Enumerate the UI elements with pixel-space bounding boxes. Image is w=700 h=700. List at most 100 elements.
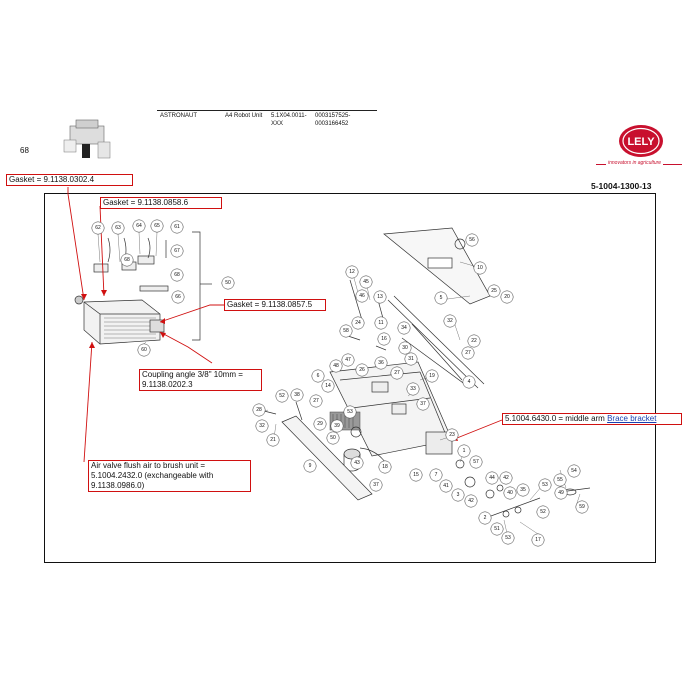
balloon-label: 7 [435, 472, 438, 478]
part-balloon-23: 23 [445, 428, 459, 442]
part-balloon-12: 12 [345, 265, 359, 279]
balloon-label: 25 [491, 288, 497, 294]
balloon-label: 55 [557, 477, 563, 483]
balloon-circle [500, 290, 514, 304]
balloon-label: 67 [174, 248, 180, 254]
middle-arm-text: 5.1004.6430.0 = middle arm [505, 414, 605, 423]
balloon-circle [487, 284, 501, 298]
balloon-circle [330, 419, 344, 433]
part-balloon-35: 35 [516, 483, 530, 497]
part-balloon-54: 54 [567, 464, 581, 478]
balloon-circle [132, 219, 146, 233]
part-balloon-53: 53 [538, 478, 552, 492]
page-number: 68 [20, 146, 29, 155]
part-balloon-61: 61 [170, 220, 184, 234]
balloon-label: 17 [535, 537, 541, 543]
balloon-label: 27 [394, 370, 400, 376]
balloon-circle [303, 459, 317, 473]
balloon-label: 44 [489, 475, 495, 481]
part-balloon-41: 41 [439, 479, 453, 493]
balloon-circle [531, 533, 545, 547]
part-balloon-20: 20 [500, 290, 514, 304]
balloon-circle [111, 221, 125, 235]
balloon-circle [499, 471, 513, 485]
balloon-label: 5 [440, 295, 443, 301]
part-balloon-39: 39 [330, 419, 344, 433]
balloon-label: 45 [363, 279, 369, 285]
serial-line-1: 0003157525- [315, 113, 351, 119]
balloon-circle [290, 388, 304, 402]
balloon-label: 14 [325, 383, 331, 389]
balloon-circle [425, 369, 439, 383]
balloon-circle [355, 289, 369, 303]
balloon-label: 13 [377, 294, 383, 300]
balloon-circle [313, 417, 327, 431]
air-valve-line-3: 9.1138.0986.0) [91, 481, 145, 490]
balloon-label: 50 [225, 280, 231, 286]
part-balloon-40: 40 [503, 486, 517, 500]
balloon-label: 32 [259, 423, 265, 429]
part-balloon-67: 67 [170, 244, 184, 258]
part-balloon-9: 9 [303, 459, 317, 473]
balloon-label: 4 [468, 379, 471, 385]
version-line-2: XXX [271, 121, 284, 127]
balloon-circle [516, 483, 530, 497]
balloon-label: 49 [558, 490, 564, 496]
balloon-circle [429, 468, 443, 482]
air-valve-line-1: Air valve flush air to brush unit = [91, 461, 206, 470]
balloon-label: 18 [382, 464, 388, 470]
part-balloon-42: 42 [464, 494, 478, 508]
part-balloon-4: 4 [462, 375, 476, 389]
middle-arm-callout: 5.1004.6430.0 = middle arm Brace bracket [502, 413, 682, 425]
part-balloon-58: 58 [339, 324, 353, 338]
version-line-1: 5.1X04.0011- [271, 113, 307, 119]
part-balloon-60: 60 [137, 343, 151, 357]
balloon-circle [439, 479, 453, 493]
header-rule [157, 110, 377, 111]
balloon-circle [485, 471, 499, 485]
part-balloon-5: 5 [434, 291, 448, 305]
part-balloon-47: 47 [341, 353, 355, 367]
balloon-label: 24 [355, 320, 361, 326]
balloon-circle [91, 221, 105, 235]
balloon-label: 3 [457, 492, 460, 498]
balloon-label: 31 [408, 356, 414, 362]
balloon-circle [351, 316, 365, 330]
balloon-circle [350, 456, 364, 470]
part-balloon-27: 27 [461, 346, 475, 360]
part-balloon-62: 62 [91, 221, 105, 235]
balloon-label: 23 [449, 432, 455, 438]
balloon-circle [170, 268, 184, 282]
balloon-label: 52 [540, 509, 546, 515]
part-balloon-2: 2 [478, 511, 492, 525]
balloon-label: 56 [469, 237, 475, 243]
balloon-label: 16 [381, 336, 387, 342]
balloon-label: 32 [447, 318, 453, 324]
balloon-circle [150, 219, 164, 233]
balloon-circle [374, 356, 388, 370]
part-balloon-37: 37 [369, 478, 383, 492]
balloon-label: 22 [471, 338, 477, 344]
coupling-callout: Coupling angle 3/8" 10mm = 9.1138.0202.3 [139, 369, 262, 391]
part-balloon-63: 63 [111, 221, 125, 235]
balloon-label: 41 [443, 483, 449, 489]
part-balloon-43: 43 [350, 456, 364, 470]
balloon-label: 68 [124, 257, 130, 263]
balloon-circle [464, 494, 478, 508]
part-balloon-53: 53 [501, 531, 515, 545]
balloon-circle [445, 428, 459, 442]
part-balloon-37: 37 [416, 397, 430, 411]
part-balloon-44: 44 [485, 471, 499, 485]
balloon-circle [416, 397, 430, 411]
balloon-circle [221, 276, 235, 290]
brace-bracket-link[interactable]: Brace bracket [607, 414, 657, 423]
part-balloon-38: 38 [290, 388, 304, 402]
balloon-label: 29 [317, 421, 323, 427]
part-balloon-3: 3 [451, 488, 465, 502]
air-valve-callout: Air valve flush air to brush unit = 5.10… [88, 460, 251, 492]
balloon-circle [538, 478, 552, 492]
serial-line-2: 0003166452 [315, 121, 349, 127]
balloon-circle [575, 500, 589, 514]
balloon-circle [409, 468, 423, 482]
